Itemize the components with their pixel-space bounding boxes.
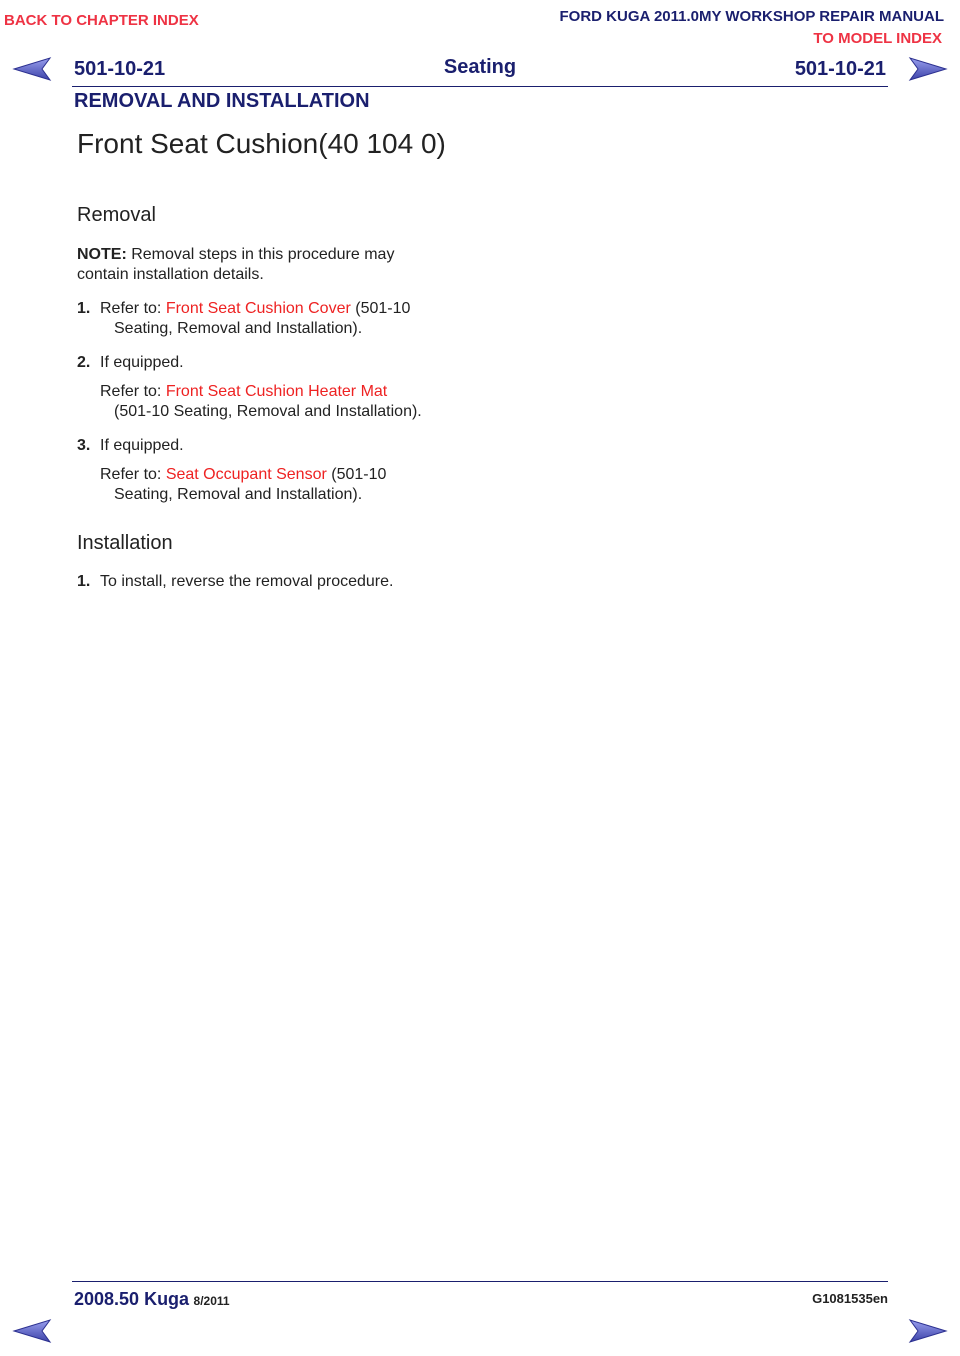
note-text-2: contain installation details. [77, 266, 264, 283]
step-number: 3. [77, 437, 91, 454]
next-page-arrow-icon[interactable] [908, 1318, 948, 1344]
page-number-left: 501-10-21 [74, 58, 166, 80]
to-model-index-link[interactable]: TO MODEL INDEX [813, 30, 942, 47]
page-number-right: 501-10-21 [794, 58, 886, 80]
step-ref-continuation: Seating, Removal and Installation). [114, 486, 363, 503]
note-text: Removal steps in this procedure may [126, 246, 395, 263]
step-ref-continuation: (501-10 Seating, Removal and Installatio… [114, 403, 422, 420]
document-code: G1081535en [812, 1291, 888, 1306]
removal-step-2: 2. If equipped. [77, 353, 477, 373]
installation-heading: Installation [77, 532, 173, 554]
manual-title: FORD KUGA 2011.0MY WORKSHOP REPAIR MANUA… [559, 8, 945, 25]
step-ref-suffix: (501-10 [326, 466, 387, 483]
note-label: NOTE: [77, 246, 127, 263]
refer-to-label: Refer to: [100, 300, 166, 317]
prev-page-arrow-icon[interactable] [12, 56, 52, 82]
section-name: Seating [443, 56, 517, 78]
step-text: If equipped. [100, 437, 184, 454]
step-text: To install, reverse the removal procedur… [100, 573, 394, 590]
removal-step-3-ref: Refer to: Seat Occupant Sensor (501-10 S… [100, 465, 480, 505]
refer-to-label: Refer to: [100, 383, 166, 400]
removal-heading: Removal [77, 204, 156, 226]
front-seat-cushion-cover-link[interactable]: Front Seat Cushion Cover [165, 300, 351, 317]
removal-step-2-ref: Refer to: Front Seat Cushion Heater Mat … [100, 382, 480, 422]
step-ref-suffix: (501-10 [350, 300, 411, 317]
seat-occupant-sensor-link[interactable]: Seat Occupant Sensor [165, 466, 327, 483]
model-name: 2008.50 Kuga [74, 1289, 190, 1309]
front-seat-cushion-heater-mat-link[interactable]: Front Seat Cushion Heater Mat [165, 383, 388, 400]
step-number: 1. [77, 573, 91, 590]
removal-step-3: 3. If equipped. [77, 436, 477, 456]
step-ref-continuation: Seating, Removal and Installation). [114, 320, 363, 337]
prev-page-arrow-icon[interactable] [12, 1318, 52, 1344]
removal-step-1: 1. Refer to: Front Seat Cushion Cover (50… [77, 299, 477, 339]
page-title: Front Seat Cushion(40 104 0) [77, 128, 446, 159]
refer-to-label: Refer to: [100, 466, 166, 483]
header-rule [72, 86, 888, 87]
category-heading: REMOVAL AND INSTALLATION [74, 90, 370, 112]
footer-date: 8/2011 [193, 1294, 230, 1308]
installation-step-1: 1. To install, reverse the removal proced… [77, 572, 477, 592]
note: NOTE: Removal steps in this procedure ma… [77, 245, 497, 285]
footer-model: 2008.50 Kuga 8/2011 [74, 1289, 230, 1310]
footer-rule [72, 1281, 888, 1282]
back-to-chapter-index-link[interactable]: BACK TO CHAPTER INDEX [4, 12, 199, 29]
step-number: 1. [77, 300, 91, 317]
step-text: If equipped. [100, 354, 184, 371]
step-number: 2. [77, 354, 91, 371]
next-page-arrow-icon[interactable] [908, 56, 948, 82]
